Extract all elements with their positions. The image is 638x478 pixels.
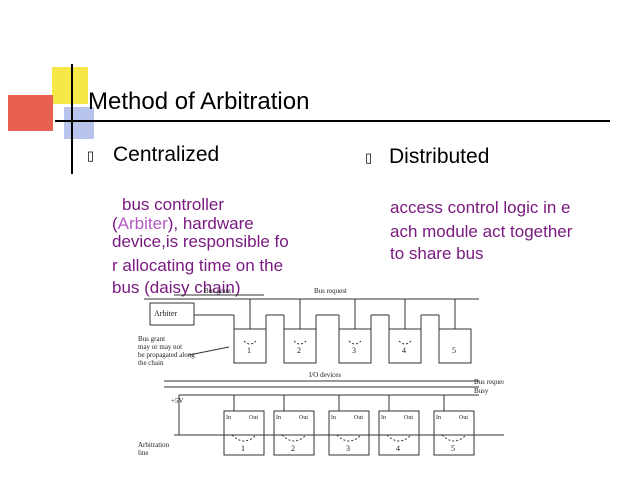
decor-yellow-square [52,67,88,104]
svg-text:line: line [138,449,149,457]
module-box [273,410,315,456]
svg-text:Arbitration: Arbitration [138,441,170,449]
svg-text:may or may not: may or may not [138,343,182,351]
svg-text:In: In [436,415,441,421]
svg-text:Out: Out [299,415,308,421]
svg-text:Bus grant: Bus grant [204,287,231,295]
svg-text:3: 3 [352,346,356,355]
svg-text:3: 3 [346,444,350,453]
slide-title: Method of Arbitration [88,88,310,115]
left-line-3: device,is responsible fo [112,232,289,251]
svg-text:1: 1 [241,444,245,453]
svg-text:Bus request: Bus request [314,287,347,295]
svg-text:In: In [226,415,231,421]
svg-text:Out: Out [404,415,413,421]
right-line-2: ach module act together [390,222,573,241]
module-box [378,410,420,456]
svg-text:+5V: +5V [171,397,184,405]
svg-text:2: 2 [291,444,295,453]
svg-text:In: In [331,415,336,421]
arbitration-diagram: Bus grant Bus request Arbiter Bus grant … [138,287,504,457]
right-line-1: access control logic in e [390,198,571,217]
svg-text:5: 5 [451,444,455,453]
svg-text:I/O devices: I/O devices [309,371,341,379]
svg-text:Arbiter: Arbiter [154,309,177,318]
svg-text:Out: Out [459,415,468,421]
arbiter-box [149,302,195,326]
title-underline [55,120,610,122]
svg-text:4: 4 [402,346,406,355]
module-box [433,410,475,456]
svg-text:be propagated along: be propagated along [138,351,195,359]
svg-text:Busy: Busy [474,387,489,395]
module-box [328,410,370,456]
decor-blue-square [64,107,94,139]
bullet-icon: ▯ [365,150,373,165]
svg-text:In: In [381,415,386,421]
left-line-4: r allocating time on the [112,256,284,275]
svg-text:Out: Out [249,415,258,421]
right-heading: Distributed [389,145,490,168]
svg-text:the chain: the chain [138,359,164,367]
left-line-5: bus (daisy chain) [112,278,241,297]
arbiter-highlight: Arbiter [117,214,168,233]
right-line-3: to share bus [390,244,484,263]
bullet-icon: ▯ [87,148,95,163]
svg-text:In: In [276,415,281,421]
svg-text:Bus request: Bus request [474,378,504,386]
left-line-1: bus controller [122,195,225,214]
svg-text:Bus grant: Bus grant [138,335,165,343]
svg-text:2: 2 [297,346,301,355]
svg-text:5: 5 [452,346,456,355]
module-box [223,410,265,456]
left-line-2: (Arbiter), hardware [112,214,254,233]
svg-text:Out: Out [354,415,363,421]
decor-vertical-rule [71,64,73,174]
svg-text:1: 1 [247,346,251,355]
left-heading: Centralized [113,143,220,166]
decor-red-square [8,95,53,131]
svg-text:4: 4 [396,444,400,453]
